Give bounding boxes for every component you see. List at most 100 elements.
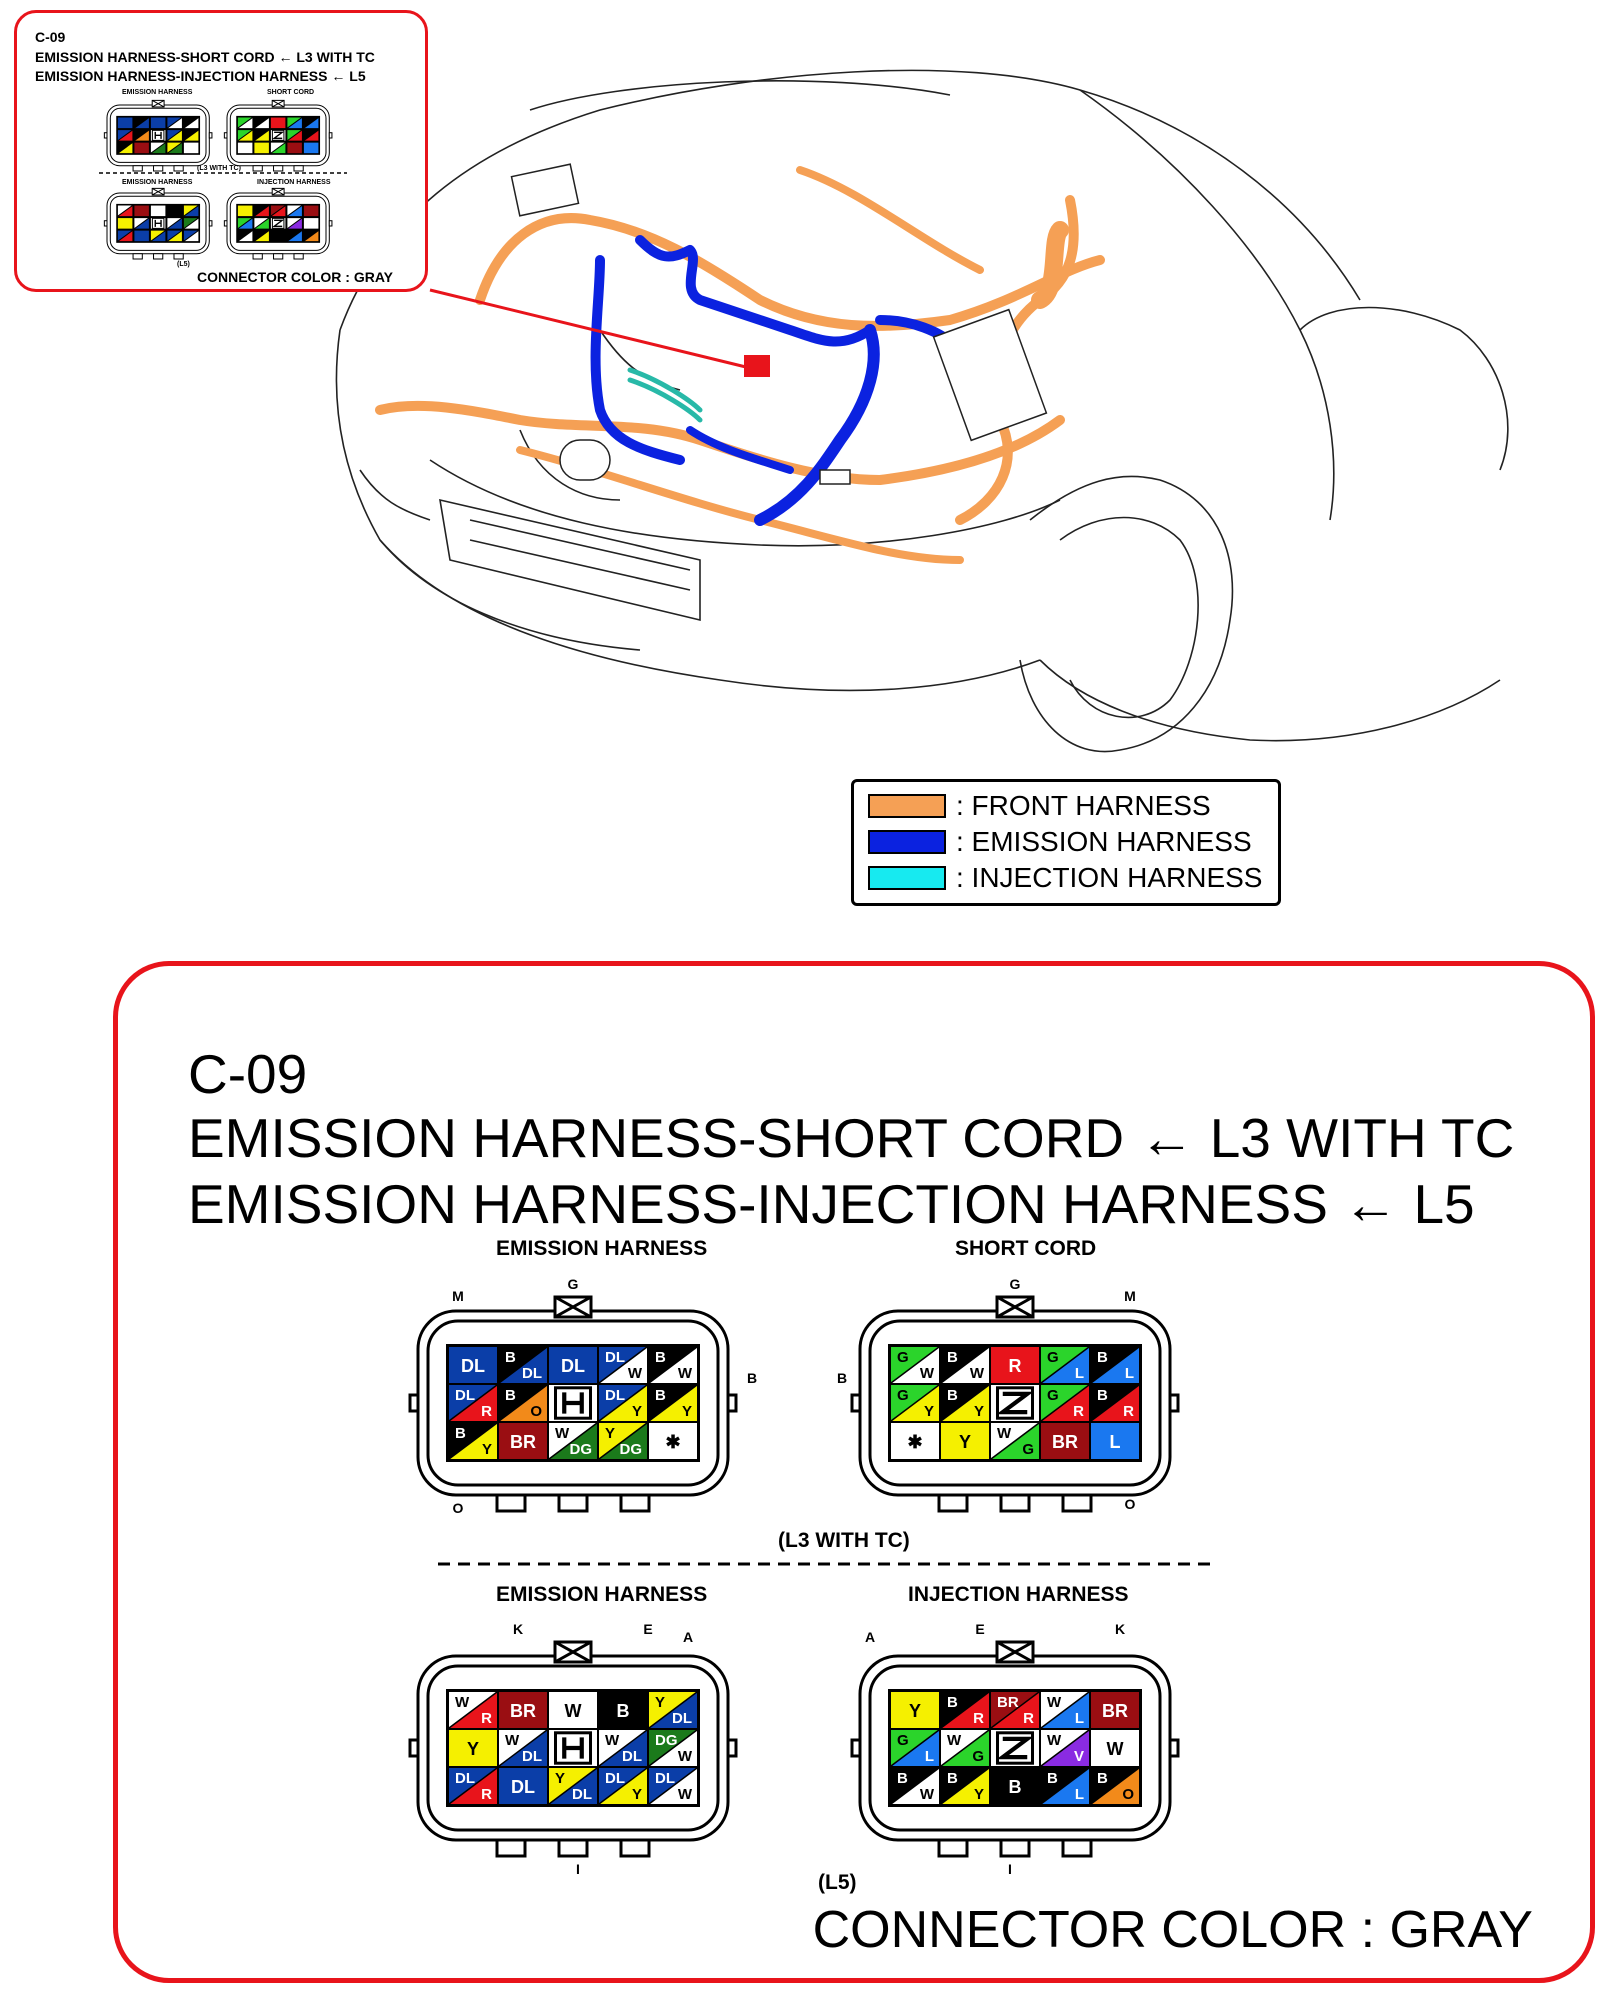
side-tab-right: [1168, 1738, 1180, 1758]
pin-cell: [237, 230, 253, 242]
pin-cell: BR: [499, 1423, 547, 1459]
pin-wire-color-label: BR: [510, 1432, 536, 1452]
pin-cell: [134, 205, 149, 217]
pin-primary-color-label: G: [897, 1349, 909, 1366]
inset-sublabel-3: EMISSION HARNESS: [122, 179, 193, 186]
pin-secondary-color-label: L: [1075, 1365, 1084, 1382]
bottom-tab-1: [495, 1493, 527, 1513]
inset-connector-color: CONNECTOR COLOR : GRAY: [197, 269, 394, 285]
side-tab-right: [1168, 1393, 1180, 1413]
pin-diagonal: [940, 1346, 990, 1384]
pin-secondary-color-label: Y: [974, 1403, 984, 1420]
pin-diagonal: [134, 217, 150, 230]
lock-icon: [554, 1386, 592, 1420]
pin-fill: [237, 142, 253, 154]
pin-secondary-color-label: DL: [572, 1786, 592, 1803]
pin-primary-color-label: G: [897, 1732, 909, 1749]
pin-diagonal: [303, 230, 319, 242]
pin-cell: [303, 117, 319, 129]
pin-cell: [167, 230, 183, 242]
bottom-right-title: INJECTION HARNESS: [908, 1583, 1129, 1606]
legend-row-front: : FRONT HARNESS: [868, 790, 1211, 822]
lock-z-glyph-icon: [271, 131, 285, 140]
pin-primary-color-label: Y: [655, 1694, 665, 1711]
pin-diagonal: [648, 1729, 698, 1767]
pin-diagonal: [117, 230, 133, 242]
pin-diagonal: [254, 230, 270, 242]
pin-fill: [303, 205, 319, 217]
connector-inner-shell: [109, 107, 207, 163]
pin-diagonal: [648, 1691, 698, 1729]
pin-fill: [649, 1423, 697, 1459]
pin-secondary-color-label: O: [1122, 1786, 1134, 1803]
pin-cell: BO: [498, 1384, 548, 1422]
pin-fill-primary: [167, 130, 182, 141]
marker-b: B: [747, 1370, 757, 1386]
pin-diagonal: [254, 117, 270, 129]
marker-m: M: [452, 1288, 464, 1304]
bottom-tab-1: [937, 1838, 969, 1858]
pin-cell: [167, 129, 183, 142]
side-tab-right: [328, 220, 333, 227]
pin-fill: [891, 1692, 939, 1728]
side-tab-right: [726, 1738, 738, 1758]
pin-diagonal: [940, 1729, 990, 1767]
connector-inner-shell: [868, 1319, 1162, 1487]
pin-primary-color-label: DL: [605, 1387, 625, 1404]
latch-cross-icon: [151, 99, 165, 108]
pin-diagonal: [1090, 1384, 1140, 1422]
pin-diagonal: [940, 1767, 990, 1805]
pin-secondary-color-label: Y: [974, 1786, 984, 1803]
pin-diagonal: [167, 230, 183, 242]
connector-id: C-09: [188, 1043, 308, 1105]
latch-cross-icon: [554, 1640, 592, 1664]
pin-secondary-color-label: W: [970, 1365, 985, 1382]
pin-diagonal: [167, 117, 183, 129]
pin-fill: [303, 218, 319, 229]
pin-wire-color-label: W: [1107, 1739, 1124, 1759]
pin-diagonal: [1040, 1767, 1090, 1805]
pin-cell: GW: [890, 1346, 940, 1384]
pin-diagonal: [498, 1729, 548, 1767]
pin-diagonal: [890, 1346, 940, 1384]
pin-fill: [941, 1423, 989, 1459]
pin-cell: [117, 142, 133, 154]
inset-sublabel-4: INJECTION HARNESS: [257, 179, 331, 186]
pin-diagonal: [254, 217, 270, 230]
pin-cell: [183, 205, 199, 217]
pin-secondary-color-label: W: [678, 1748, 693, 1765]
inset-line2: EMISSION HARNESS-INJECTION HARNESS ← L5: [35, 68, 366, 84]
pin-diagonal: [287, 129, 303, 142]
legend-label-injection: : INJECTION HARNESS: [956, 862, 1263, 893]
inset-variant-l5: (L5): [177, 261, 190, 268]
latch-cross-icon: [151, 187, 165, 196]
pin-primary-color-label: W: [947, 1732, 962, 1749]
pin-fill: [117, 117, 133, 129]
pin-cell: [549, 1730, 597, 1766]
pin-primary-color-label: Y: [555, 1770, 565, 1787]
pin-fill: [499, 1692, 547, 1728]
pin-cell: [167, 117, 183, 129]
pin-cell: [183, 230, 199, 242]
pin-diagonal: [448, 1422, 498, 1460]
pin-cell: DL: [499, 1768, 547, 1804]
pin-fill-primary: [134, 130, 149, 141]
harness-legend: : FRONT HARNESS : EMISSION HARNESS : INJ…: [851, 779, 1281, 906]
pin-fill: [891, 1423, 939, 1459]
pin-diagonal: [270, 142, 286, 154]
pin-cell: [991, 1385, 1039, 1421]
pin-diagonal: [150, 230, 166, 242]
pin-cell: BR: [1091, 1692, 1139, 1728]
pin-cell: DL: [549, 1347, 597, 1383]
pin-primary-color-label: W: [997, 1425, 1012, 1442]
pin-fill: [1091, 1730, 1139, 1766]
side-tab-left: [223, 132, 228, 139]
pin-primary-color-label: DL: [655, 1770, 675, 1787]
pin-cell: [270, 230, 286, 242]
pin-diagonal: [448, 1691, 498, 1729]
pin-diagonal: [117, 205, 133, 217]
pin-primary-color-label: B: [1097, 1770, 1108, 1787]
pin-fill: [270, 117, 286, 129]
pin-primary-color-label: B: [897, 1770, 908, 1787]
